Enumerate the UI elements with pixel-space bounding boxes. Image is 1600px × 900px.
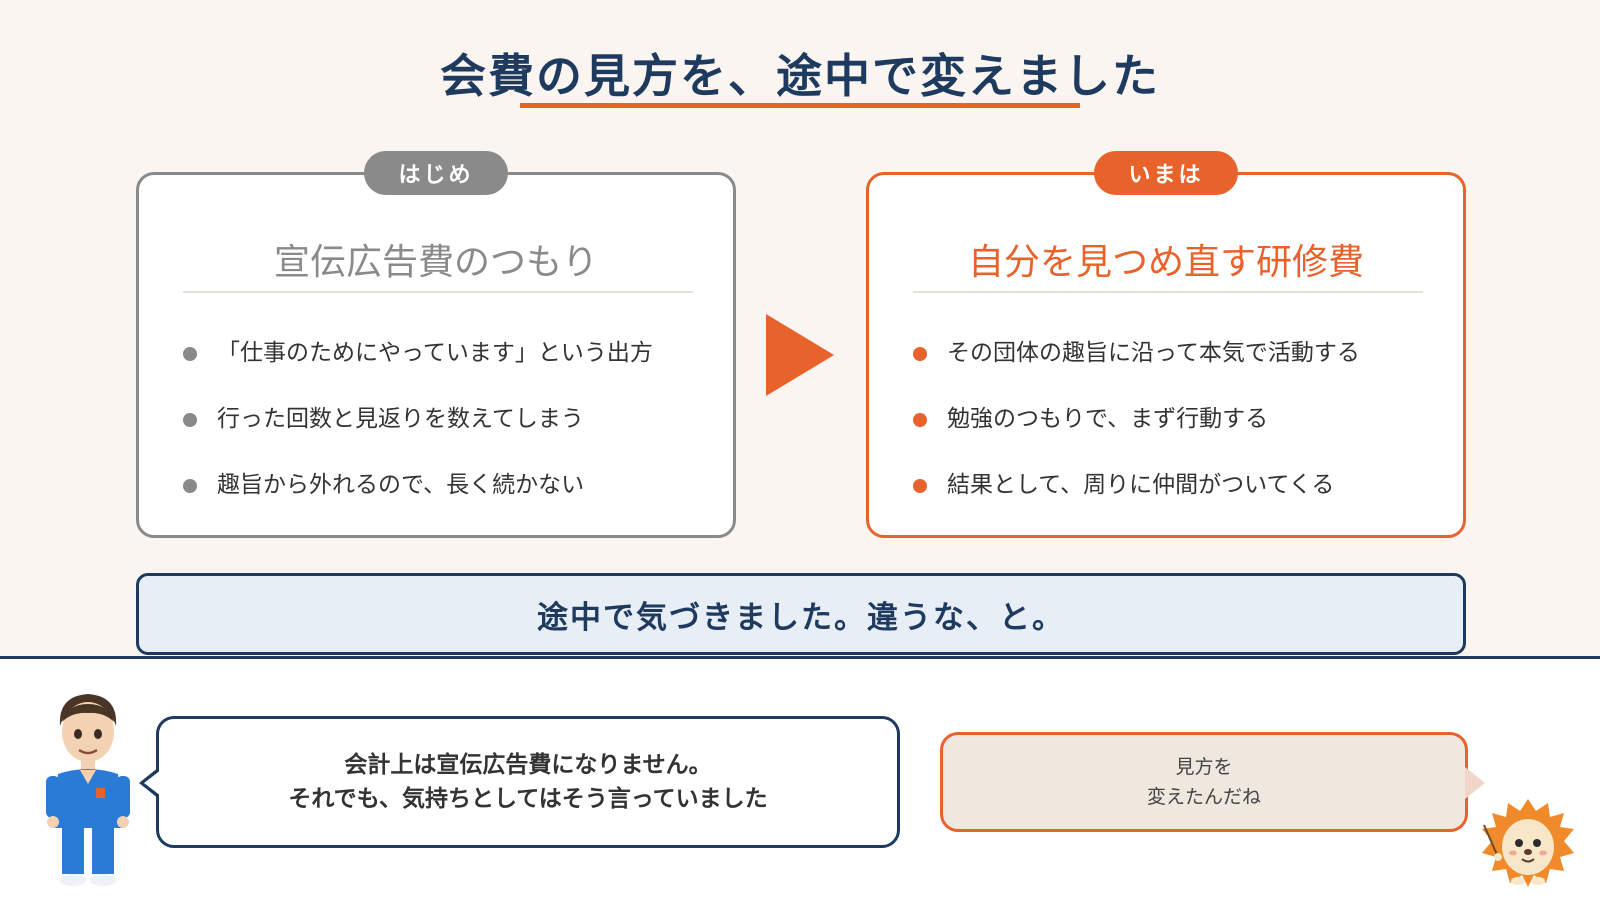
before-bullet: 「仕事のためにやっています」という出方 (183, 317, 713, 383)
speech-bubble-right: 見方を 変えたんだね (940, 732, 1485, 832)
after-heading: 自分を見つめ直す研修費 (967, 242, 1364, 283)
bullet-dot-icon (913, 347, 927, 361)
after-bullet-text: その団体の趣旨に沿って本気で活動する (947, 340, 1360, 366)
bullet-dot-icon (913, 479, 927, 493)
bubble-tail (1465, 767, 1485, 799)
speech-left-line1: 会計上は宣伝広告費になりません。 (344, 752, 712, 778)
speech-bubble-left: 会計上は宣伝広告費になりません。 それでも、気持ちとしてはそう言っていました (139, 716, 900, 848)
before-tag: はじめ (364, 151, 508, 195)
before-bullet-text: 趣旨から外れるので、長く続かない (217, 472, 585, 498)
before-divider (183, 291, 693, 293)
before-bullet-text: 行った回数と見返りを数えてしまう (217, 406, 584, 432)
speech-left-line2: それでも、気持ちとしてはそう言っていました (288, 786, 768, 812)
play-arrow-icon (766, 314, 834, 396)
after-card: いまは 自分を見つめ直す研修費 その団体の趣旨に沿って本気で活動する 勉強のつも… (866, 151, 1466, 538)
after-bullet: 勉強のつもりで、まず行動する (913, 383, 1443, 449)
bullet-dot-icon (913, 413, 927, 427)
content-area: 会費の見方を、途中で変えました はじめ 宣伝広告費のつもり 「仕事のためにやって… (0, 0, 1600, 659)
bullet-dot-icon (183, 413, 197, 427)
hedgehog-mascot-icon (1482, 799, 1574, 887)
after-bullet-text: 勉強のつもりで、まず行動する (947, 406, 1269, 432)
after-bullet-list: その団体の趣旨に沿って本気で活動する 勉強のつもりで、まず行動する 結果として、… (913, 317, 1443, 515)
speech-right-line2: 変えたんだね (1146, 786, 1261, 808)
doctor-avatar-icon (46, 694, 130, 886)
before-heading: 宣伝広告費のつもり (273, 242, 598, 283)
title-underline (520, 103, 1080, 108)
before-card: はじめ 宣伝広告費のつもり 「仕事のためにやっています」という出方 行った回数と… (136, 151, 736, 538)
after-bullet-text: 結果として、周りに仲間がついてくる (947, 472, 1335, 498)
after-bullet: その団体の趣旨に沿って本気で活動する (913, 317, 1443, 383)
before-bullet: 行った回数と見返りを数えてしまう (183, 383, 713, 449)
conclusion-banner: 途中で気づきました。違うな、と。 (136, 573, 1466, 655)
before-bullet-text: 「仕事のためにやっています」という出方 (217, 340, 653, 366)
after-bullet: 結果として、周りに仲間がついてくる (913, 449, 1443, 515)
bubble-tail-inner (144, 770, 161, 796)
after-tag: いまは (1094, 151, 1238, 195)
before-bullet-list: 「仕事のためにやっています」という出方 行った回数と見返りを数えてしまう 趣旨か… (183, 317, 713, 515)
bullet-dot-icon (183, 347, 197, 361)
page-title: 会費の見方を、途中で変えました (440, 49, 1160, 103)
before-bullet: 趣旨から外れるので、長く続かない (183, 449, 713, 515)
bullet-dot-icon (183, 479, 197, 493)
speech-right-line1: 見方を (1175, 756, 1233, 778)
after-divider (913, 291, 1423, 293)
